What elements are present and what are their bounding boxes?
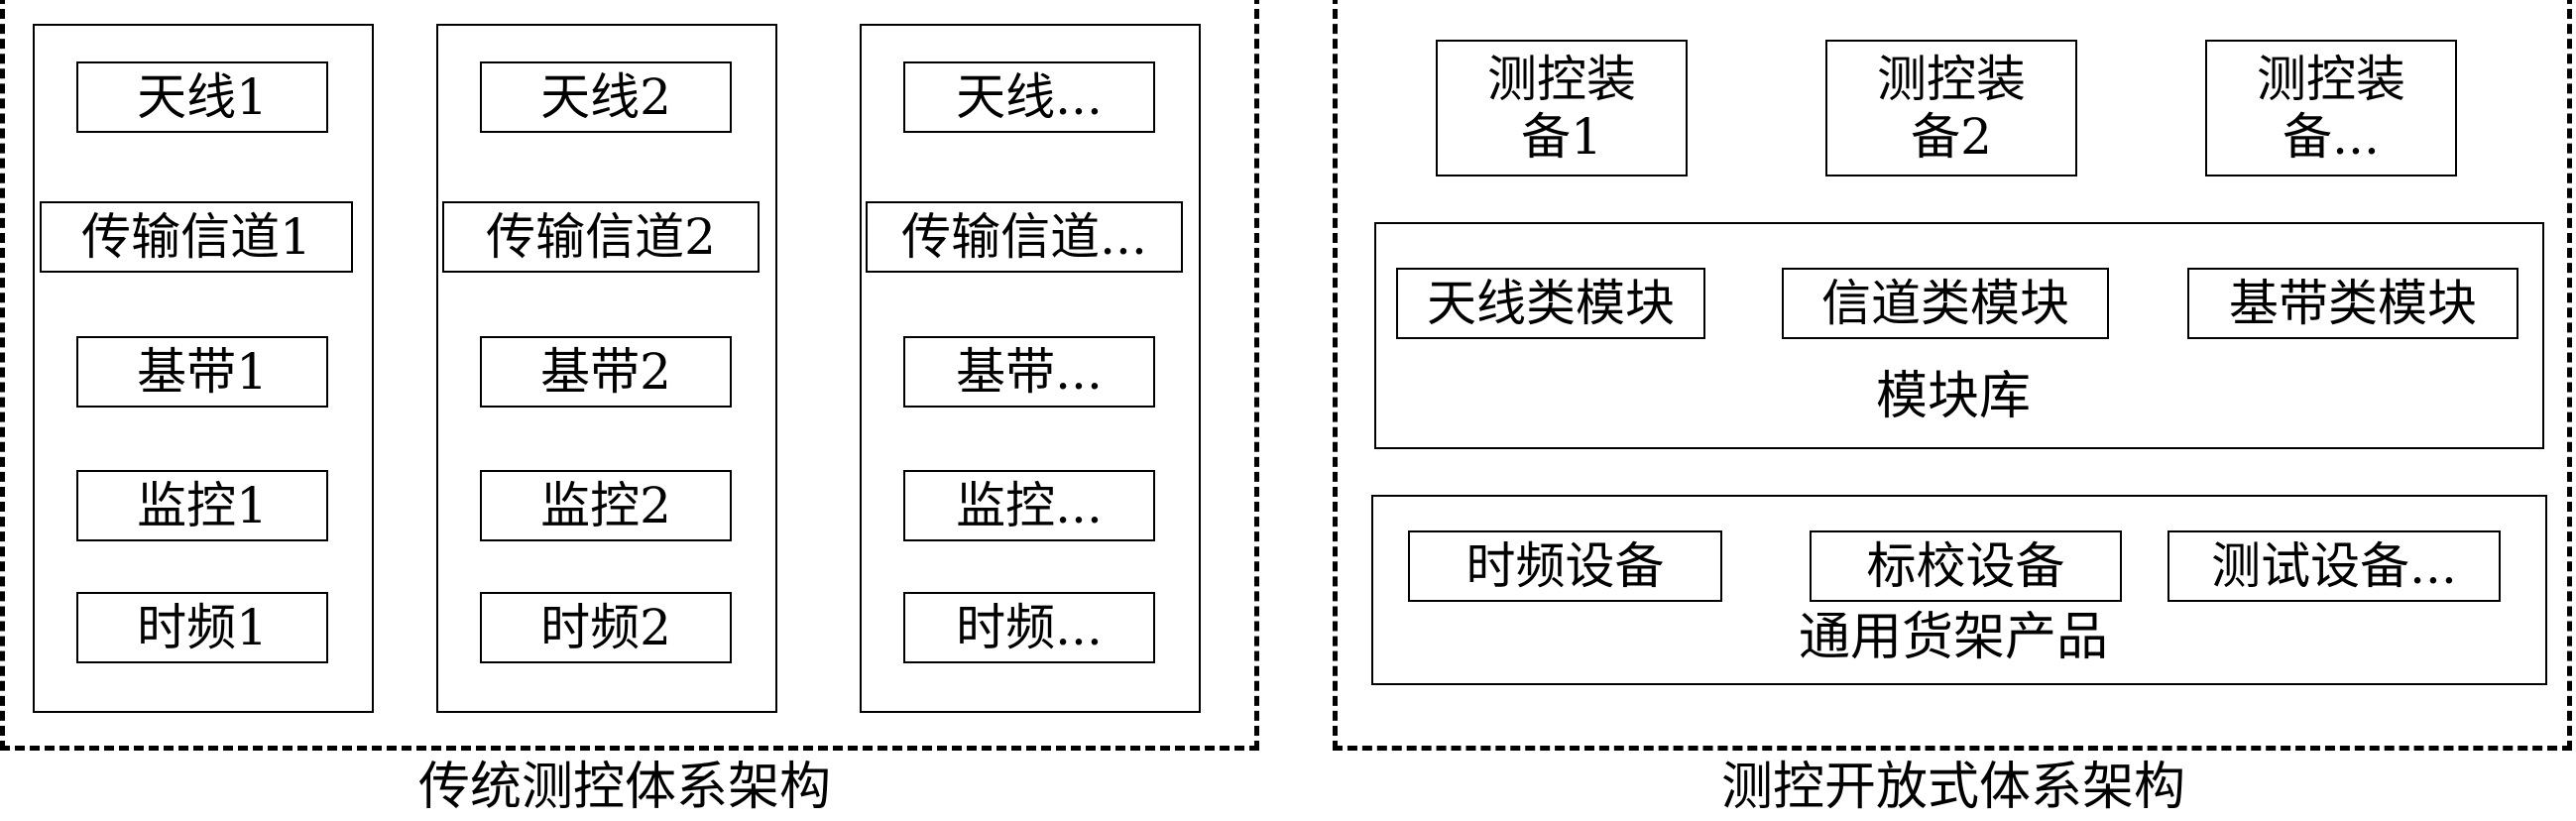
- monitor-control-box: 监控...: [903, 470, 1155, 541]
- monitor-control-box: 监控1: [76, 470, 328, 541]
- transmission-channel-box: 传输信道2: [442, 201, 760, 273]
- antenna-box: 天线2: [480, 61, 732, 133]
- transmission-channel-box: 传输信道1: [40, 201, 353, 273]
- test-device-box: 测试设备...: [2167, 530, 2501, 602]
- tt-equipment-box: 测控装 备1: [1436, 40, 1688, 176]
- shelf-products-label: 通用货架产品: [1798, 608, 2108, 667]
- time-frequency-box: 时频2: [480, 592, 732, 663]
- antenna-box: 天线...: [903, 61, 1155, 133]
- time-frequency-box: 时频1: [76, 592, 328, 663]
- antenna-box: 天线1: [76, 61, 328, 133]
- module-library-label: 模块库: [1875, 367, 2031, 426]
- baseband-box: 基带2: [480, 336, 732, 408]
- time-frequency-device-box: 时频设备: [1408, 530, 1722, 602]
- baseband-box: 基带1: [76, 336, 328, 408]
- antenna-module-box: 天线类模块: [1396, 268, 1705, 339]
- transmission-channel-box: 传输信道...: [866, 201, 1183, 273]
- time-frequency-box: 时频...: [903, 592, 1155, 663]
- open-architecture-caption: 测控开放式体系架构: [1720, 758, 2185, 817]
- traditional-architecture-frame: [0, 0, 1259, 751]
- channel-module-box: 信道类模块: [1782, 268, 2109, 339]
- tt-equipment-box: 测控装 备...: [2205, 40, 2457, 176]
- monitor-control-box: 监控2: [480, 470, 732, 541]
- baseband-box: 基带...: [903, 336, 1155, 408]
- baseband-module-box: 基带类模块: [2187, 268, 2518, 339]
- calibration-device-box: 标校设备: [1810, 530, 2122, 602]
- traditional-architecture-caption: 传统测控体系架构: [417, 758, 831, 817]
- tt-equipment-box: 测控装 备2: [1825, 40, 2077, 176]
- open-architecture-frame: [1333, 0, 2572, 751]
